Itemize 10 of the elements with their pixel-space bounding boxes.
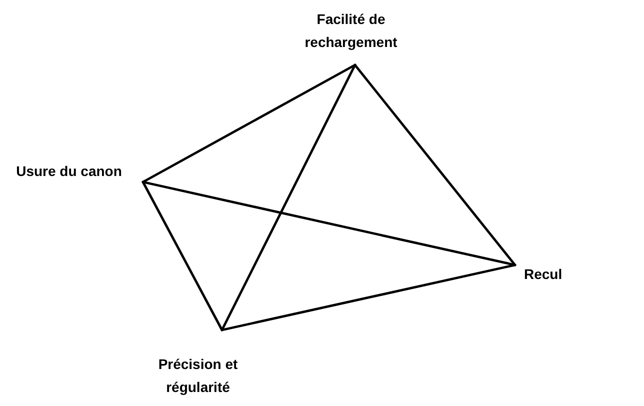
line bbox=[220, 64, 356, 332]
line bbox=[220, 264, 516, 332]
axis-label: Facilité de rechargement bbox=[276, 8, 426, 54]
line bbox=[142, 64, 356, 184]
axis-label: Précision et régularité bbox=[133, 353, 263, 399]
axis-label: Recul bbox=[524, 263, 574, 286]
axis-label: Usure du canon bbox=[14, 160, 124, 183]
line bbox=[354, 64, 516, 266]
line bbox=[142, 180, 224, 332]
line bbox=[142, 180, 516, 266]
